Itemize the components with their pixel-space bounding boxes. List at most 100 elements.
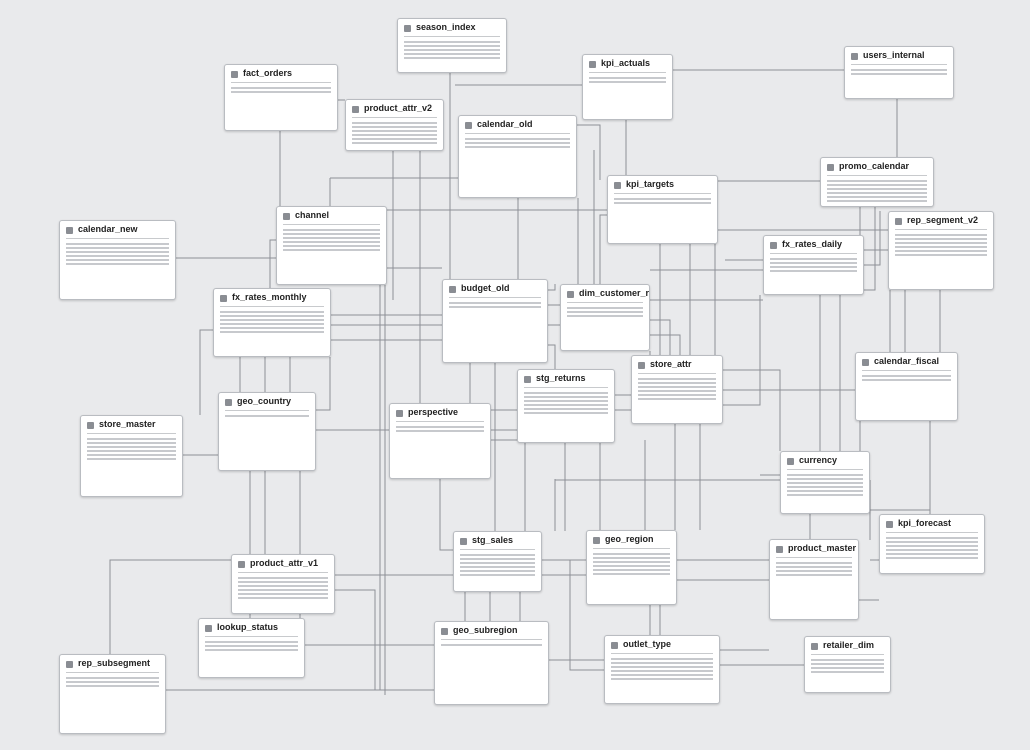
field-placeholder-line xyxy=(238,589,328,591)
table-node-rep-subsegment[interactable]: rep_subsegment xyxy=(59,654,166,734)
field-placeholder-line xyxy=(205,649,298,651)
table-header[interactable]: product_master xyxy=(770,540,858,557)
table-node-kpi-targets[interactable]: kpi_targets xyxy=(607,175,718,244)
table-node-store-attr[interactable]: store_attr xyxy=(631,355,723,424)
table-name: currency xyxy=(799,455,838,465)
table-header-divider xyxy=(87,433,176,434)
field-placeholder-line xyxy=(449,306,541,308)
table-header[interactable]: store_attr xyxy=(632,356,722,373)
field-placeholder-line xyxy=(220,311,324,313)
table-header[interactable]: calendar_new xyxy=(60,221,175,238)
table-node-product-master[interactable]: product_master xyxy=(769,539,859,620)
table-field-list xyxy=(396,426,484,434)
table-node-lookup-status[interactable]: lookup_status xyxy=(198,618,305,678)
table-node-dim-customer-ra[interactable]: dim_customer_ra xyxy=(560,284,650,351)
table-node-season-index[interactable]: season_index xyxy=(397,18,507,73)
table-node-retailer-dim[interactable]: retailer_dim xyxy=(804,636,891,693)
table-node-geo-subregion[interactable]: geo_subregion xyxy=(434,621,549,705)
table-header[interactable]: fx_rates_daily xyxy=(764,236,863,253)
field-placeholder-line xyxy=(787,486,863,488)
table-node-rep-segment-v2[interactable]: rep_segment_v2 xyxy=(888,211,994,290)
table-node-outlet-type[interactable]: outlet_type xyxy=(604,635,720,704)
field-placeholder-line xyxy=(567,311,643,313)
table-node-budget-old[interactable]: budget_old xyxy=(442,279,548,363)
table-header[interactable]: outlet_type xyxy=(605,636,719,653)
table-node-calendar-old[interactable]: calendar_old xyxy=(458,115,577,198)
table-header-divider xyxy=(283,224,380,225)
table-header[interactable]: fx_rates_monthly xyxy=(214,289,330,306)
table-header[interactable]: calendar_old xyxy=(459,116,576,133)
table-header[interactable]: geo_region xyxy=(587,531,676,548)
table-node-stg-sales[interactable]: stg_sales xyxy=(453,531,542,592)
field-placeholder-line xyxy=(827,196,927,198)
table-name: perspective xyxy=(408,407,459,417)
table-node-geo-country[interactable]: geo_country xyxy=(218,392,316,471)
field-placeholder-line xyxy=(66,243,169,245)
table-field-list xyxy=(465,138,570,150)
relationship-edge xyxy=(199,329,213,415)
table-header[interactable]: currency xyxy=(781,452,869,469)
field-placeholder-line xyxy=(66,247,169,249)
table-header[interactable]: season_index xyxy=(398,19,506,36)
table-header[interactable]: rep_segment_v2 xyxy=(889,212,993,229)
table-header[interactable]: promo_calendar xyxy=(821,158,933,175)
table-header-divider xyxy=(465,133,570,134)
table-node-users-internal[interactable]: users_internal xyxy=(844,46,954,99)
table-node-fx-rates-monthly[interactable]: fx_rates_monthly xyxy=(213,288,331,357)
table-header[interactable]: users_internal xyxy=(845,47,953,64)
table-header[interactable]: dim_customer_ra xyxy=(561,285,649,302)
table-node-kpi-actuals[interactable]: kpi_actuals xyxy=(582,54,673,120)
field-placeholder-line xyxy=(886,553,978,555)
table-header[interactable]: geo_country xyxy=(219,393,315,410)
table-header[interactable]: stg_returns xyxy=(518,370,614,387)
table-header[interactable]: fact_orders xyxy=(225,65,337,82)
table-node-geo-region[interactable]: geo_region xyxy=(586,530,677,605)
field-placeholder-line xyxy=(205,641,298,643)
table-header[interactable]: channel xyxy=(277,207,386,224)
table-header[interactable]: store_master xyxy=(81,416,182,433)
relationship-edge xyxy=(439,479,453,551)
table-node-kpi-forecast[interactable]: kpi_forecast xyxy=(879,514,985,574)
table-header[interactable]: product_attr_v1 xyxy=(232,555,334,572)
relationship-edge xyxy=(335,589,376,690)
table-header[interactable]: kpi_actuals xyxy=(583,55,672,72)
table-header[interactable]: lookup_status xyxy=(199,619,304,636)
table-header[interactable]: kpi_forecast xyxy=(880,515,984,532)
table-icon xyxy=(770,242,777,249)
table-node-channel[interactable]: channel xyxy=(276,206,387,285)
table-name: calendar_fiscal xyxy=(874,356,940,366)
table-node-calendar-fiscal[interactable]: calendar_fiscal xyxy=(855,352,958,421)
table-node-stg-returns[interactable]: stg_returns xyxy=(517,369,615,443)
table-node-currency[interactable]: currency xyxy=(780,451,870,514)
table-node-calendar-new[interactable]: calendar_new xyxy=(59,220,176,300)
table-header[interactable]: budget_old xyxy=(443,280,547,297)
table-node-store-master[interactable]: store_master xyxy=(80,415,183,497)
table-header[interactable]: kpi_targets xyxy=(608,176,717,193)
table-node-fact-orders[interactable]: fact_orders xyxy=(224,64,338,131)
table-icon xyxy=(225,399,232,406)
field-placeholder-line xyxy=(396,430,484,432)
table-node-perspective[interactable]: perspective xyxy=(389,403,491,479)
table-node-promo-calendar[interactable]: promo_calendar xyxy=(820,157,934,207)
table-header[interactable]: rep_subsegment xyxy=(60,655,165,672)
table-header[interactable]: stg_sales xyxy=(454,532,541,549)
table-icon xyxy=(66,227,73,234)
table-header[interactable]: geo_subregion xyxy=(435,622,548,639)
table-name: geo_region xyxy=(605,534,654,544)
table-header[interactable]: product_attr_v2 xyxy=(346,100,443,117)
field-placeholder-line xyxy=(593,557,670,559)
table-node-product-attr-v1[interactable]: product_attr_v1 xyxy=(231,554,335,614)
table-node-product-attr-v2[interactable]: product_attr_v2 xyxy=(345,99,444,151)
table-header-divider xyxy=(770,253,857,254)
table-name: geo_subregion xyxy=(453,625,518,635)
table-header[interactable]: retailer_dim xyxy=(805,637,890,654)
table-header[interactable]: calendar_fiscal xyxy=(856,353,957,370)
table-icon xyxy=(87,422,94,429)
table-node-fx-rates-daily[interactable]: fx_rates_daily xyxy=(763,235,864,295)
field-placeholder-line xyxy=(465,138,570,140)
table-field-list xyxy=(87,438,176,462)
table-header[interactable]: perspective xyxy=(390,404,490,421)
table-field-list xyxy=(220,311,324,335)
field-placeholder-line xyxy=(283,233,380,235)
